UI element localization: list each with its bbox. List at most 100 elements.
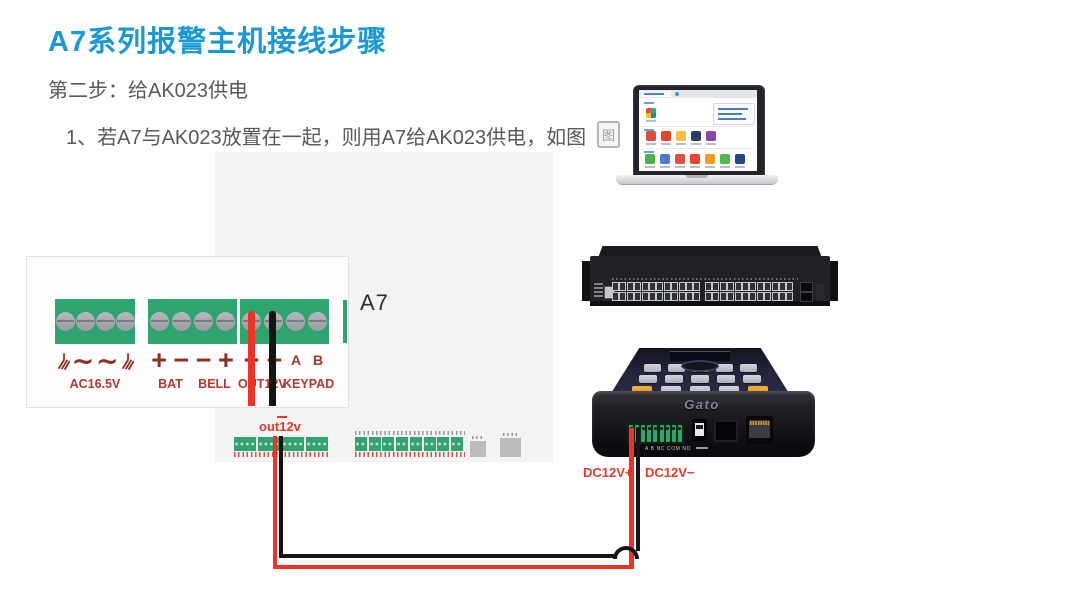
app-icon [690, 154, 700, 164]
divider [642, 126, 754, 127]
rj45-port-icon [719, 282, 727, 291]
red-wire-panel [248, 311, 255, 406]
rj45-port-icon [727, 282, 735, 291]
rj45-port-icon [712, 282, 720, 291]
miniboard-block [409, 437, 422, 451]
black-wire-panel [269, 311, 276, 406]
rj45-port-icon [619, 282, 627, 291]
app-icon [691, 131, 701, 141]
app-icon [661, 131, 671, 141]
keypad-label: KEYPAD [283, 377, 335, 391]
app-icon-label [646, 143, 656, 145]
keypad-key [643, 364, 661, 372]
rj45-port-icon [779, 292, 786, 301]
terminal-pin [641, 425, 646, 442]
dashboard-section-header [644, 129, 654, 131]
plus-symbol: + [151, 345, 168, 375]
rj45-port-icon [771, 292, 779, 301]
usb-port-slot [696, 425, 703, 429]
keypad-key [691, 375, 709, 383]
rj45-port-icon [734, 282, 742, 291]
terminal-screw [216, 312, 236, 331]
app-icon [706, 131, 716, 141]
status-led [594, 283, 603, 285]
divider [642, 148, 754, 149]
rj45-port-icon [626, 292, 634, 301]
keypad-nav-pad [681, 360, 719, 372]
app-icon-label [645, 166, 655, 168]
usb-symbol-icon [696, 447, 708, 449]
keypad-key [661, 386, 681, 394]
rj45-port-icon [663, 282, 671, 291]
relay-2 [500, 438, 521, 457]
out12v-overline [277, 416, 287, 418]
rj45-port-icon [656, 282, 664, 291]
red-wire-up [629, 428, 634, 569]
keypad-key [639, 375, 657, 383]
clock-text [718, 118, 746, 120]
rj45-port-icon [779, 282, 786, 291]
port-number-labels [612, 278, 798, 280]
terminal-pin [653, 425, 658, 442]
ak023-brand-logo: Gato [684, 397, 720, 412]
rj45-port-icon [619, 292, 627, 301]
rj45-port-icon [671, 282, 679, 291]
app-icon [735, 154, 745, 164]
sfp-port-icon [800, 282, 813, 292]
plus-symbol: + [217, 345, 234, 375]
relay-1-label [472, 436, 484, 439]
bell-label: BELL [198, 377, 231, 391]
terminal-screw [75, 312, 95, 331]
terminal-screw [308, 312, 328, 331]
miniboard-right-top-labels [355, 431, 465, 435]
ethernet-port-pins [750, 421, 769, 425]
browser-new-tab-icon [675, 92, 679, 96]
ac-symbol: ∼ [95, 346, 119, 376]
laptop-display [639, 90, 757, 171]
out12v-annotation: out12v [259, 419, 301, 434]
app-icon-label [675, 166, 685, 168]
app-grid-icon [646, 108, 656, 118]
relay-2-label [503, 433, 518, 436]
sfp-port-icon [800, 292, 813, 302]
rj45-port-icon [764, 292, 772, 301]
dashboard-section-header [644, 102, 654, 104]
ground-icon [120, 352, 135, 370]
rj45-port-icon [612, 292, 619, 301]
miniboard-block [423, 437, 436, 451]
app-icon-label [646, 120, 656, 122]
rj45-port-icon [693, 292, 701, 301]
miniboard-right-labels [355, 452, 465, 457]
keypad-key [632, 386, 652, 394]
a7-device-label: A7 [360, 290, 389, 315]
rj45-port-icon [678, 282, 686, 291]
app-icon-label [735, 166, 745, 168]
ak023-rear-label: A B NC COM NO [645, 446, 692, 452]
terminal-pin [665, 425, 670, 442]
app-icon-label [661, 143, 671, 145]
ak023-keypad [608, 348, 792, 398]
out12v-label: OUT12V [238, 377, 287, 391]
console-port-icon [816, 284, 825, 300]
miniboard-block [355, 437, 367, 451]
app-icon [646, 131, 656, 141]
rj45-port-icon [764, 282, 772, 291]
status-led [594, 295, 603, 297]
dc12v-minus-annotation: DC12V− [645, 465, 695, 480]
app-icon-label [705, 166, 715, 168]
terminal-screw [149, 312, 169, 331]
app-icon-label [720, 166, 730, 168]
instruction-text: 1、若A7与AK023放置在一起，则用A7给AK023供电，如图 [66, 127, 587, 149]
miniboard-block [234, 437, 256, 451]
app-icon [645, 154, 655, 164]
terminal-block-bat-bell [148, 299, 237, 344]
bat-label: BAT [158, 377, 183, 391]
terminal-pin [677, 425, 682, 442]
expansion-cutout [714, 420, 738, 442]
rack-ear-left [582, 261, 591, 301]
rj45-port-icon [786, 282, 794, 291]
ac-symbol: ∼ [71, 346, 95, 376]
rj45-port-icon [734, 292, 742, 301]
relay-1 [470, 441, 486, 457]
terminal-screw [171, 312, 191, 331]
